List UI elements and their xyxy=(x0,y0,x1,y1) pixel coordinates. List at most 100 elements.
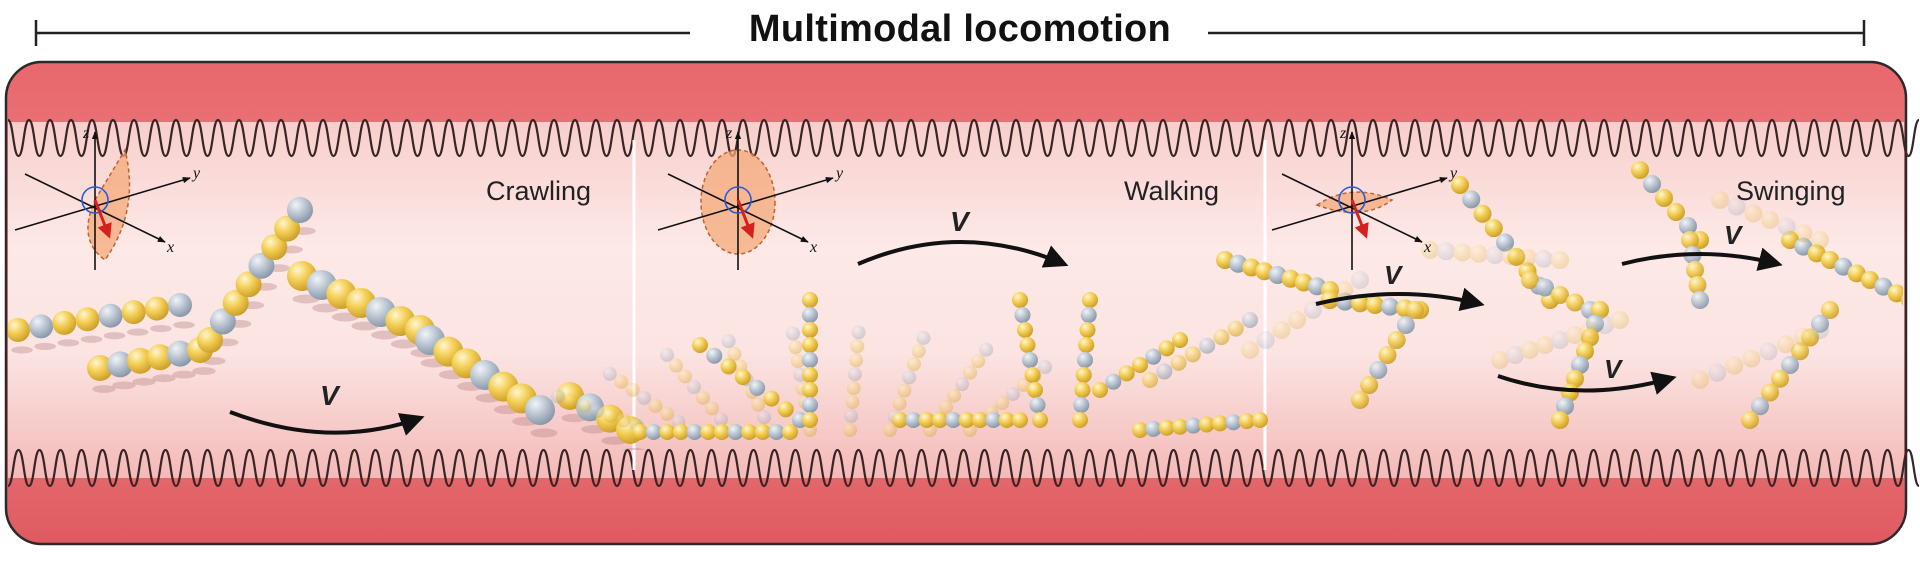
bead xyxy=(763,390,780,407)
bead xyxy=(788,340,803,355)
bead xyxy=(1496,233,1514,252)
bead xyxy=(564,394,579,409)
crawl-velocity-label: V xyxy=(320,380,339,411)
bead xyxy=(287,197,313,223)
bead xyxy=(1681,231,1699,249)
bead xyxy=(1451,176,1469,194)
bead xyxy=(782,424,798,440)
vessel-villi xyxy=(6,118,1920,488)
bead xyxy=(1551,286,1569,304)
bead xyxy=(1078,337,1095,353)
bead xyxy=(1118,365,1135,382)
bead xyxy=(672,424,689,440)
bead xyxy=(660,347,675,362)
bead xyxy=(1777,217,1796,236)
bead xyxy=(1708,363,1727,382)
bead xyxy=(1834,257,1853,276)
bead xyxy=(525,395,555,425)
bead xyxy=(1366,296,1384,314)
bead xyxy=(1688,276,1707,294)
bead xyxy=(29,314,54,339)
bead xyxy=(721,334,736,349)
bead xyxy=(995,396,1010,411)
bead xyxy=(1158,419,1175,436)
bead xyxy=(1887,284,1903,303)
bead xyxy=(660,406,675,421)
panel-label-crawling: Crawling xyxy=(486,176,592,206)
bead xyxy=(846,381,861,396)
crawl-velocity-arrow xyxy=(229,410,425,436)
bead xyxy=(261,234,288,261)
bead xyxy=(851,325,866,340)
bead xyxy=(802,307,818,323)
bead xyxy=(1396,316,1415,334)
bead xyxy=(1256,331,1275,349)
bead xyxy=(906,357,921,372)
bead xyxy=(696,390,711,405)
bead xyxy=(1811,231,1829,249)
bead xyxy=(1199,337,1216,354)
bead xyxy=(849,353,864,368)
bead xyxy=(1551,411,1569,429)
bead xyxy=(802,412,818,428)
bead xyxy=(883,423,897,437)
bead xyxy=(802,382,818,398)
bead xyxy=(235,271,262,298)
bead xyxy=(645,424,662,440)
bead xyxy=(802,292,818,308)
bead xyxy=(1225,414,1242,431)
bead xyxy=(902,370,917,385)
bead-chain xyxy=(87,197,316,393)
bead-chain xyxy=(923,342,994,437)
bead xyxy=(749,379,766,396)
panel-label-swinging: Swinging xyxy=(1736,176,1846,206)
bead-chain xyxy=(1216,251,1339,299)
bead xyxy=(1741,411,1759,429)
bead xyxy=(844,409,859,424)
bead xyxy=(757,410,772,425)
bead xyxy=(687,380,702,395)
bead xyxy=(1145,420,1162,437)
bead xyxy=(1079,322,1096,338)
bead-chain xyxy=(1491,311,1629,369)
bead xyxy=(1017,322,1033,338)
bead xyxy=(1145,348,1162,365)
bead xyxy=(1566,326,1584,344)
bead xyxy=(648,398,663,413)
villi-top xyxy=(6,118,1920,158)
swing-velocity-arrow-2 xyxy=(1621,247,1783,271)
bead xyxy=(1691,291,1709,309)
bead xyxy=(274,215,301,242)
bead xyxy=(1387,331,1406,349)
bead-chain xyxy=(1351,301,1424,409)
bead xyxy=(1761,211,1779,229)
bead xyxy=(144,296,169,321)
bead xyxy=(1486,246,1504,264)
bead xyxy=(550,389,565,404)
bead xyxy=(1811,321,1829,339)
bead-chain xyxy=(1691,321,1829,389)
bead xyxy=(625,382,640,397)
bead xyxy=(1591,301,1609,319)
bead-chain xyxy=(692,337,808,428)
bead xyxy=(998,412,1015,428)
bead xyxy=(1742,349,1761,368)
bead xyxy=(1406,301,1424,319)
bead xyxy=(1771,369,1789,388)
bead xyxy=(1027,382,1043,398)
bead-chain xyxy=(1012,292,1048,428)
bead-chain xyxy=(632,424,798,440)
bead xyxy=(1536,278,1554,297)
bead xyxy=(121,300,146,325)
bead xyxy=(1536,336,1554,354)
bead xyxy=(1012,292,1028,308)
bead xyxy=(692,337,708,353)
bead xyxy=(1725,356,1744,375)
bead xyxy=(972,412,988,428)
bead xyxy=(637,390,652,405)
svg-text:z: z xyxy=(82,125,90,142)
bead xyxy=(1518,248,1537,267)
bead xyxy=(897,383,912,398)
svg-text:x: x xyxy=(166,239,174,256)
bead xyxy=(602,366,617,381)
